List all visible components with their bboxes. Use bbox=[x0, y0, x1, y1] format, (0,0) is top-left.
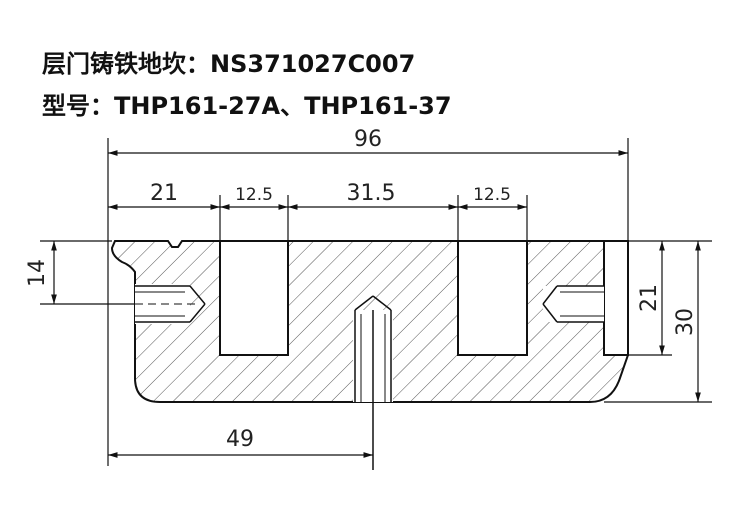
part-title: 层门铸铁地坎：NS371027C007 bbox=[42, 50, 416, 78]
center-tapped-hole bbox=[353, 295, 393, 470]
dim-overall-width: 96 bbox=[354, 127, 382, 152]
dim-slot-width-left: 12.5 bbox=[235, 185, 273, 205]
dim-left-offset: 21 bbox=[150, 181, 178, 206]
dim-between-slots: 31.5 bbox=[347, 181, 396, 206]
dim-overall-height: 30 bbox=[673, 308, 698, 336]
dim-slot-width-right: 12.5 bbox=[473, 185, 511, 205]
right-tapped-hole bbox=[542, 285, 604, 323]
left-tapped-hole bbox=[135, 284, 206, 324]
sill-cross-section bbox=[110, 240, 629, 470]
dimension-lines bbox=[51, 150, 701, 458]
dim-left-height: 14 bbox=[25, 259, 50, 287]
model-title: 型号：THP161-27A、THP161-37 bbox=[42, 92, 452, 120]
dim-right-depth: 21 bbox=[637, 284, 662, 312]
dim-center-offset: 49 bbox=[226, 427, 254, 452]
